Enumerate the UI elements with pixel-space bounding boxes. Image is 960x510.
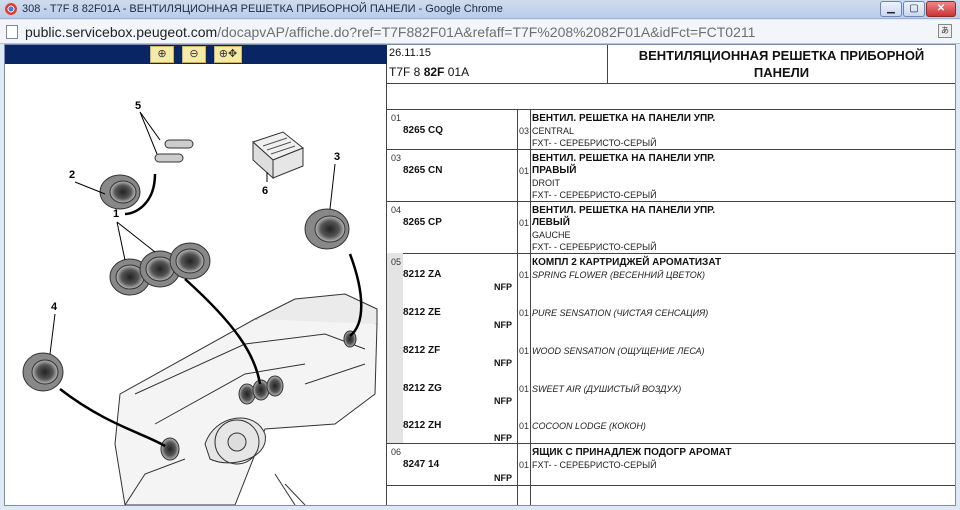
group-number: 03 (391, 153, 402, 163)
window-titlebar: 308 - T7F 8 82F01A - ВЕНТИЛЯЦИОННАЯ РЕШЕ… (0, 0, 960, 19)
part-ref[interactable]: 8247 14 (403, 459, 440, 470)
page-content: ⊕ ⊖ ⊕✥ (4, 44, 956, 506)
close-button[interactable]: ✕ (926, 1, 956, 17)
leader-lines (49, 111, 363, 448)
part-qty: 03 (519, 126, 530, 136)
group-number: 05 (391, 257, 402, 267)
part-qty: 01 (519, 421, 530, 431)
parts-group-06[interactable]: 06 8247 14 NFP 01 ЯЩИК С ПРИНАДЛЕЖ ПОДОГ… (387, 443, 955, 485)
nfp-flag: NFP (494, 320, 512, 330)
part-desc-line: GAUCHE (532, 230, 571, 240)
ref-prefix: T7F 8 (389, 65, 421, 79)
group-number: 01 (391, 113, 402, 123)
nfp-flag: NFP (494, 473, 512, 483)
parts-group-01[interactable]: 01 8265 CQ 03 ВЕНТИЛ. РЕШЕТКА НА ПАНЕЛИ … (387, 109, 955, 149)
part-title: ЯЩИК С ПРИНАДЛЕЖ ПОДОГР АРОМАТ (532, 447, 732, 458)
ref-bold: 82F (423, 65, 445, 79)
page-icon (6, 25, 18, 39)
part-ref[interactable]: 8265 CQ (403, 125, 444, 136)
page-title-line1: ВЕНТИЛЯЦИОННАЯ РЕШЕТКА ПРИБОРНОЙ (638, 48, 925, 63)
callout-4: 4 (51, 301, 58, 313)
part-qty: 01 (519, 308, 530, 318)
part-desc-line: DROIT (532, 178, 560, 188)
part-desc-line: FXT- - СЕРЕБРИСТО-СЕРЫЙ (532, 138, 657, 148)
part-title-side: ПРАВЫЙ (532, 165, 577, 176)
address-bar[interactable]: public.servicebox.peugeot.com/docapvAP/a… (0, 20, 960, 44)
part-desc-line: SWEET AIR (ДУШИСТЫЙ ВОЗДУХ) (532, 384, 682, 394)
callout-3: 3 (334, 151, 340, 163)
part-qty: 01 (519, 166, 530, 176)
part-ref[interactable]: 8265 CN (403, 165, 443, 176)
part-ref[interactable]: 8212 ZH (403, 420, 442, 431)
nfp-flag: NFP (494, 433, 512, 443)
dash-vent-right (343, 330, 357, 348)
callout-1: 1 (113, 208, 119, 220)
parts-group-05[interactable]: 05 КОМПЛ 2 КАРТРИДЖЕЙ АРОМАТИЗАТ 8212 ZA… (387, 253, 955, 443)
window-title: 308 - T7F 8 82F01A - ВЕНТИЛЯЦИОННАЯ РЕШЕ… (22, 3, 503, 15)
zoom-in-button[interactable]: ⊕ (150, 46, 174, 63)
url-path: /docapvAP/affiche.do?ref=T7F882F01A&refa… (217, 24, 756, 40)
callout-6: 6 (262, 185, 268, 197)
part-5-cartridges (154, 139, 194, 163)
part-title: КОМПЛ 2 КАРТРИДЖЕЙ АРОМАТИЗАТ (532, 257, 722, 268)
part-qty: 01 (519, 218, 530, 228)
part-desc-line: COCOON LODGE (КОКОН) (532, 421, 646, 431)
part-desc-line: FXT- - СЕРЕБРИСТО-СЕРЫЙ (532, 242, 657, 252)
part-ref[interactable]: 8212 ZA (403, 269, 442, 280)
zoom-fit-button[interactable]: ⊕✥ (214, 46, 242, 63)
part-qty: 01 (519, 460, 530, 470)
translate-icon[interactable]: あ (938, 24, 952, 38)
parts-group-03[interactable]: 03 8265 CN 01 ВЕНТИЛ. РЕШЕТКА НА ПАНЕЛИ … (387, 149, 955, 201)
part-2-vent (99, 174, 141, 210)
part-title: ВЕНТИЛ. РЕШЕТКА НА ПАНЕЛИ УПР. (532, 113, 716, 124)
ref-suffix: 01A (447, 65, 470, 79)
part-desc-line: SPRING FLOWER (ВЕСЕННИЙ ЦВЕТОК) (532, 270, 706, 280)
catalog-date: 26.11.15 (389, 47, 432, 59)
part-3-vent (304, 208, 350, 250)
nfp-flag: NFP (494, 396, 512, 406)
nfp-flag: NFP (494, 282, 512, 292)
part-ref[interactable]: 8212 ZE (403, 307, 441, 318)
parts-diagram: 1 2 3 4 5 6 (22, 100, 378, 505)
group-number: 04 (391, 205, 402, 215)
part-ref[interactable]: 8212 ZF (403, 345, 441, 356)
group-number: 06 (391, 447, 402, 457)
part-ref[interactable]: 8212 ZG (403, 383, 442, 394)
group-shade (387, 253, 403, 443)
part-1-central-vents (109, 242, 211, 296)
maximize-button[interactable]: ▢ (903, 1, 925, 17)
catalog-reference: T7F 8 82F 01A (389, 65, 469, 79)
part-qty: 01 (519, 270, 530, 280)
part-title-side: ЛЕВЫЙ (532, 217, 570, 228)
parts-list-pane: 26.11.15 T7F 8 82F 01A ВЕНТИЛЯЦИОННАЯ РЕ… (387, 45, 955, 505)
zoom-toolbar: ⊕ ⊖ ⊕✥ (5, 45, 387, 64)
part-qty: 01 (519, 346, 530, 356)
url-text[interactable]: public.servicebox.peugeot.com/docapvAP/a… (25, 24, 755, 40)
minimize-button[interactable]: ▁ (880, 1, 902, 17)
callout-5: 5 (135, 100, 141, 112)
zoom-out-button[interactable]: ⊖ (182, 46, 206, 63)
nfp-flag: NFP (494, 358, 512, 368)
part-title: ВЕНТИЛ. РЕШЕТКА НА ПАНЕЛИ УПР. (532, 153, 716, 164)
dash-vent-center-3 (266, 375, 284, 397)
part-desc-line: FXT- - СЕРЕБРИСТО-СЕРЫЙ (532, 190, 657, 200)
part-4-vent (22, 352, 64, 392)
part-6-box (252, 131, 304, 180)
page-title-line2: ПАНЕЛИ (753, 65, 810, 80)
part-desc-line: FXT- - СЕРЕБРИСТО-СЕРЫЙ (532, 460, 657, 470)
part-desc-line: PURE SENSATION (ЧИСТАЯ СЕНСАЦИЯ) (532, 308, 709, 318)
diagram-pane: ⊕ ⊖ ⊕✥ (5, 45, 387, 505)
part-ref[interactable]: 8265 CP (403, 217, 442, 228)
parts-group-04[interactable]: 04 8265 CP 01 ВЕНТИЛ. РЕШЕТКА НА ПАНЕЛИ … (387, 201, 955, 253)
part-title: ВЕНТИЛ. РЕШЕТКА НА ПАНЕЛИ УПР. (532, 205, 716, 216)
page-title: ВЕНТИЛЯЦИОННАЯ РЕШЕТКА ПРИБОРНОЙ ПАНЕЛИ (607, 45, 955, 83)
chrome-icon (5, 3, 17, 15)
part-qty: 01 (519, 384, 530, 394)
part-desc-line: WOOD SENSATION (ОЩУЩЕНИЕ ЛЕСА) (532, 346, 705, 356)
dash-vent-left (160, 437, 180, 461)
callout-2: 2 (69, 169, 75, 181)
part-desc-line: CENTRAL (532, 126, 575, 136)
dash-vent-center-1 (238, 383, 256, 405)
url-host: public.servicebox.peugeot.com (25, 24, 218, 40)
